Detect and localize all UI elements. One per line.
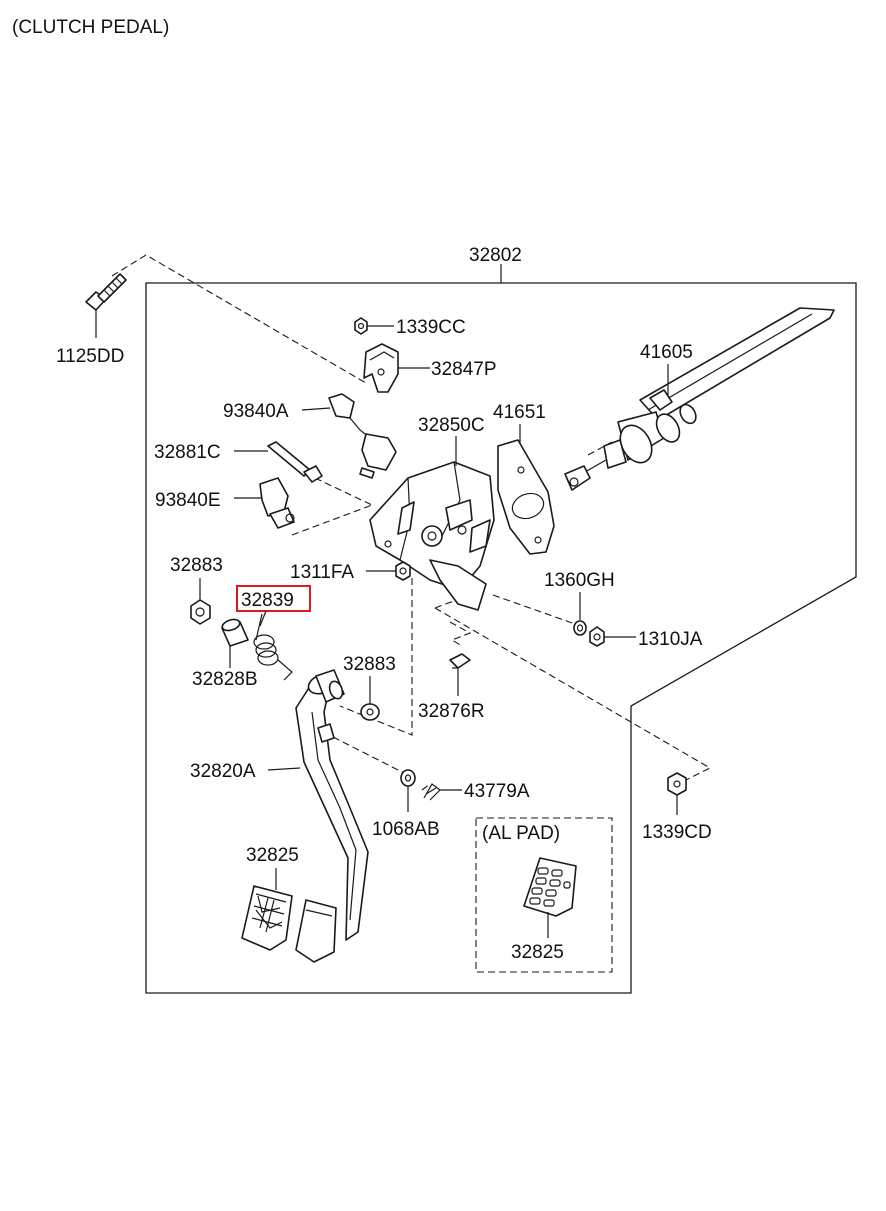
- leader-93840a: [301, 407, 331, 411]
- label-32820a[interactable]: 32820A: [190, 761, 256, 782]
- label-1068ab[interactable]: 1068AB: [372, 819, 440, 840]
- label-32850c[interactable]: 32850C: [418, 415, 485, 436]
- al-pad-inset-label: (AL PAD): [482, 823, 560, 844]
- label-32881c[interactable]: 32881C: [154, 442, 221, 463]
- washer-1360gh-icon[interactable]: [573, 620, 587, 636]
- label-41605[interactable]: 41605: [640, 342, 693, 363]
- leader-32820a: [267, 767, 301, 771]
- label-41651[interactable]: 41651: [493, 402, 546, 423]
- label-43779a[interactable]: 43779A: [464, 781, 530, 802]
- pedal-bracket-32850c-icon[interactable]: [369, 461, 495, 611]
- washer-1068ab-icon[interactable]: [400, 769, 416, 787]
- bushing-32883-right-icon[interactable]: [360, 703, 380, 721]
- gasket-41651-icon[interactable]: [497, 439, 555, 555]
- label-32825-al[interactable]: 32825: [511, 942, 564, 963]
- highlight-box-32839: [236, 585, 311, 612]
- label-32883-upper[interactable]: 32883: [170, 555, 223, 576]
- label-1310ja[interactable]: 1310JA: [638, 629, 703, 650]
- switch-93840a-icon[interactable]: [328, 393, 397, 479]
- pedal-arm-32820a-icon[interactable]: [295, 669, 369, 963]
- snap-pin-43779a-icon[interactable]: [423, 783, 441, 801]
- label-32839[interactable]: 32839: [241, 590, 294, 611]
- label-93840e[interactable]: 93840E: [155, 490, 221, 511]
- label-1339cc[interactable]: 1339CC: [396, 317, 466, 338]
- label-32802[interactable]: 32802: [469, 245, 522, 266]
- label-1339cd[interactable]: 1339CD: [642, 822, 712, 843]
- label-1311fa[interactable]: 1311FA: [290, 562, 354, 583]
- nut-1310ja-icon[interactable]: [589, 626, 605, 647]
- clip-32876r-icon[interactable]: [449, 653, 471, 669]
- label-32847p[interactable]: 32847P: [431, 359, 497, 380]
- label-1360gh[interactable]: 1360GH: [544, 570, 615, 591]
- switch-93840e-icon[interactable]: [259, 477, 295, 529]
- pedal-pad-32825-icon[interactable]: [241, 885, 293, 951]
- bracket-32847p-icon[interactable]: [363, 343, 399, 393]
- spring-32839-icon[interactable]: [253, 613, 293, 681]
- label-32828b[interactable]: 32828B: [192, 669, 258, 690]
- leader-32839: [259, 610, 267, 627]
- al-pad-inset-frame: [475, 817, 613, 973]
- bushing-32883-icon[interactable]: [190, 599, 211, 625]
- bolt-1125dd-icon[interactable]: [85, 273, 127, 311]
- label-93840a[interactable]: 93840A: [223, 401, 289, 422]
- master-cylinder-41605-icon[interactable]: [564, 307, 835, 491]
- nut-1339cc-icon[interactable]: [354, 317, 368, 335]
- assembly-frame: [145, 282, 857, 994]
- label-1125dd[interactable]: 1125DD: [56, 346, 124, 367]
- collar-32828b-icon[interactable]: [221, 617, 249, 647]
- nut-1311fa-icon[interactable]: [395, 561, 411, 581]
- label-32883-right[interactable]: 32883: [343, 654, 396, 675]
- nut-1339cd-icon[interactable]: [667, 772, 687, 796]
- stopper-32881c-icon[interactable]: [267, 441, 323, 483]
- al-pad-32825-icon[interactable]: [523, 857, 577, 917]
- label-32876r[interactable]: 32876R: [418, 701, 485, 722]
- diagram-title: (CLUTCH PEDAL): [12, 17, 169, 38]
- label-32825[interactable]: 32825: [246, 845, 299, 866]
